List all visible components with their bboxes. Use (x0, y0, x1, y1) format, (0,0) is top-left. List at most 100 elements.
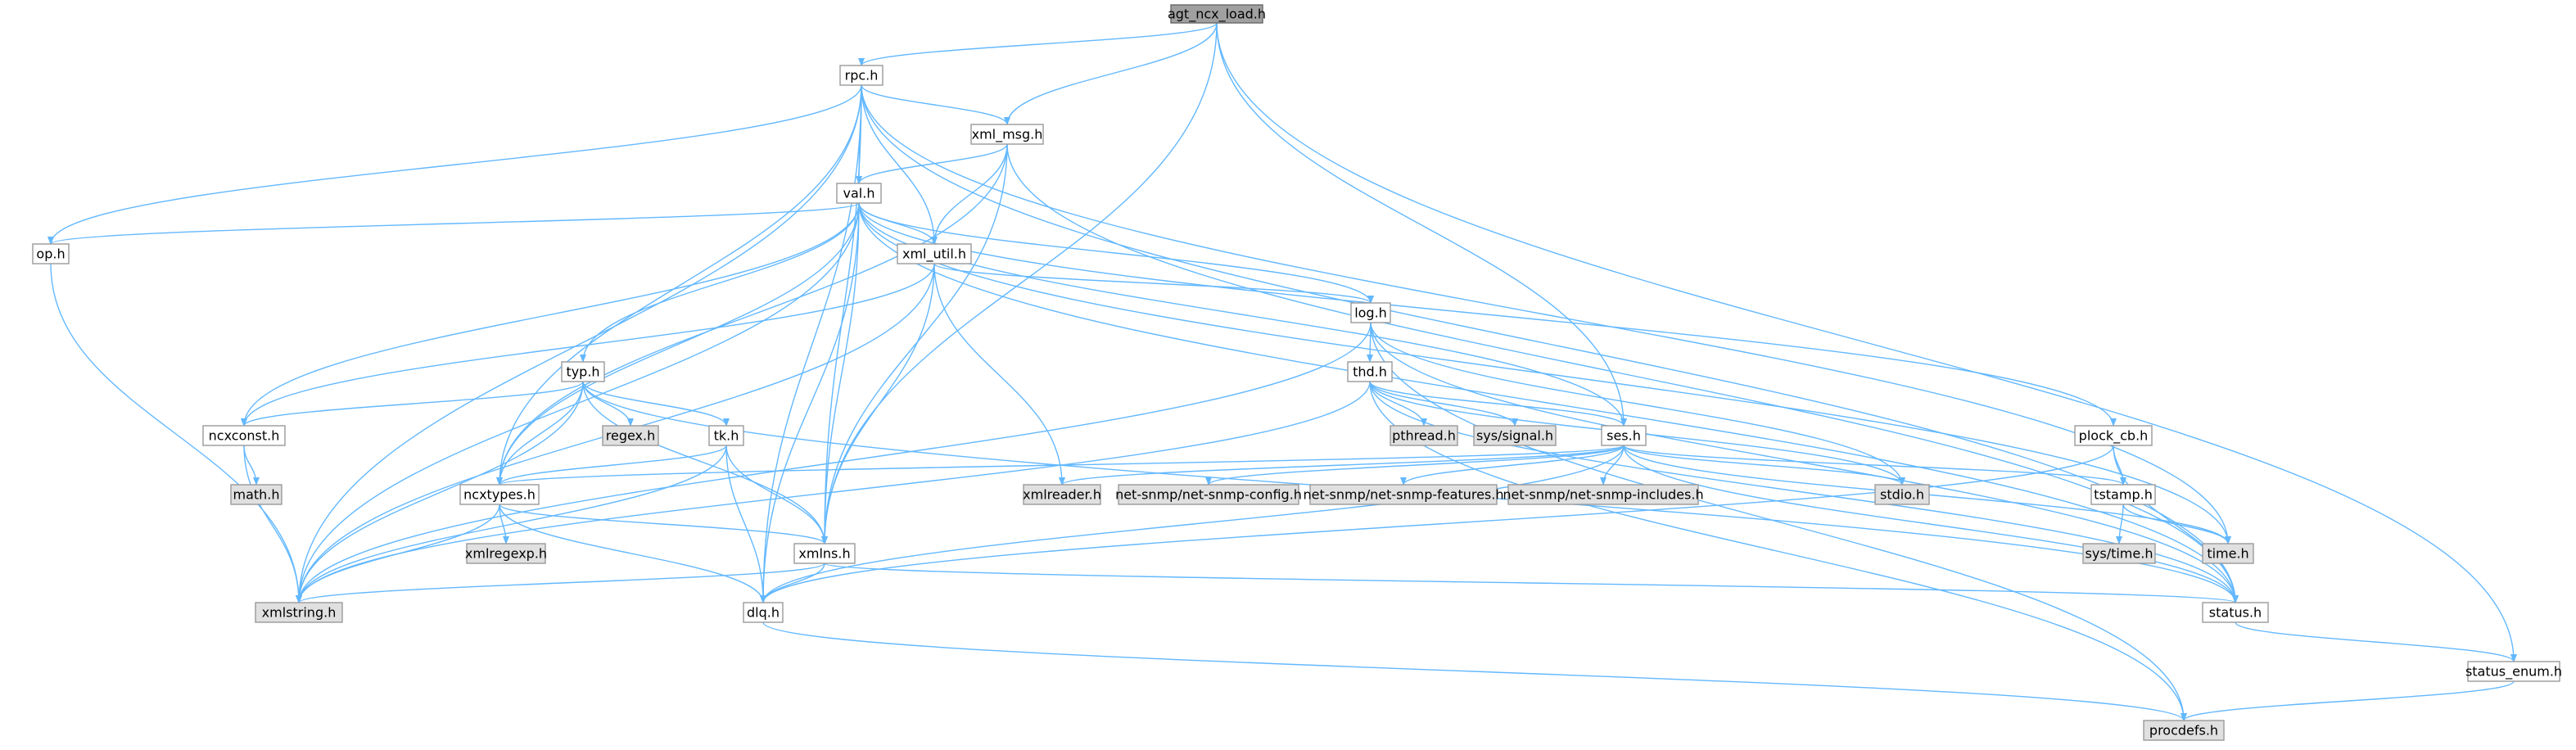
node-label: typ.h (566, 364, 599, 380)
node-box (466, 543, 546, 564)
node-box (1023, 484, 1101, 505)
edge-ses-h-to-xmlreader-h (1059, 445, 1625, 486)
node-label: xml_util.h (902, 246, 966, 263)
node-procdefs-h: procdefs.h (2143, 720, 2225, 741)
edge-thd-h-to-xmlstring-h (296, 381, 1371, 603)
node-box (1118, 484, 1299, 505)
node-xml-util-h[interactable]: xml_util.h (897, 243, 972, 264)
node-box (561, 361, 605, 382)
node-box (743, 602, 784, 623)
node-box (2082, 543, 2156, 564)
edge-tk-h-to-dlq-h (725, 445, 766, 603)
node-label: rpc.h (845, 68, 879, 84)
edge-ses-h-to-stdio-h (1623, 445, 1905, 486)
node-sys-time-h: sys/time.h (2082, 543, 2156, 564)
edge-xml-util-h-to-xmlreader-h (933, 263, 1065, 486)
edge-log-h-to-xmlstring-h (296, 322, 1372, 603)
node-box (839, 65, 884, 86)
node-label: xml_msg.h (972, 127, 1043, 143)
node-label: xmlns.h (798, 546, 850, 562)
node-label: log.h (1354, 305, 1387, 321)
node-box (1601, 425, 1647, 446)
edge-ncxconst-h-to-xmlstring-h (243, 445, 302, 603)
edge-agt-ncx-load-h-to-xml-msg-h (1004, 22, 1218, 125)
edge-plock-cb-h-to-tstamp-h (2113, 445, 2126, 486)
node-box (708, 425, 744, 446)
edge-xmlns-h-to-xmlstring-h (296, 562, 825, 603)
node-thd-h[interactable]: thd.h (1347, 361, 1393, 382)
node-xmlns-h[interactable]: xmlns.h (793, 543, 856, 564)
edge-ses-h-to-net-snmp-features-h (1400, 445, 1625, 486)
node-box (1874, 484, 1930, 505)
node-label: ses.h (1607, 428, 1641, 444)
node-tk-h[interactable]: tk.h (708, 425, 744, 446)
node-xmlregexp-h: xmlregexp.h (465, 543, 547, 564)
edge-rpc-h-to-xmlstring-h (296, 84, 862, 603)
edge-rpc-h-to-time-h (861, 84, 2231, 544)
node-box (1350, 302, 1391, 323)
edge-xmlns-h-to-dlq-h (760, 562, 825, 603)
node-status-h[interactable]: status.h (2202, 602, 2269, 623)
node-label: sys/signal.h (1476, 428, 1553, 444)
node-label: dlq.h (747, 605, 780, 621)
node-val-h[interactable]: val.h (836, 183, 882, 204)
node-box (1507, 484, 1699, 505)
edge-ses-h-to-ncxtypes-h (496, 445, 1625, 486)
edge-xml-util-h-to-ncxconst-h (241, 263, 935, 427)
edge-typ-h-to-tk-h (582, 381, 730, 427)
node-xmlreader-h: xmlreader.h (1023, 484, 1101, 505)
node-ncxconst-h[interactable]: ncxconst.h (202, 425, 286, 446)
edge-agt-ncx-load-h-to-xmlns-h (821, 22, 1218, 544)
edge-val-h-to-ses-h (858, 202, 1627, 427)
node-label: net-snmp/net-snmp-features.h (1304, 487, 1504, 503)
node-status-enum-h[interactable]: status_enum.h (2465, 661, 2562, 682)
edge-ses-h-to-status-h (1623, 445, 2239, 603)
edge-log-h-to-status-h (1370, 322, 2239, 603)
node-regex-h: regex.h (602, 425, 659, 446)
edge-agt-ncx-load-h-to-ses-h (1216, 22, 1627, 427)
node-box (2202, 602, 2269, 623)
node-ncxtypes-h[interactable]: ncxtypes.h (459, 484, 540, 505)
node-box (970, 124, 1044, 145)
node-label: xmlreader.h (1023, 487, 1101, 503)
edge-val-h-to-op-h (47, 202, 860, 245)
node-log-h[interactable]: log.h (1350, 302, 1391, 323)
edge-typ-h-to-xmlns-h (582, 381, 828, 544)
node-pthread-h: pthread.h (1390, 425, 1458, 446)
node-box (2090, 484, 2156, 505)
edge-rpc-h-to-dlq-h (760, 84, 862, 603)
edge-rpc-h-to-status-h (861, 84, 2239, 603)
edge-status-h-to-status-enum-h (2235, 621, 2517, 662)
node-box (202, 425, 286, 446)
edge-xml-msg-h-to-ncxtypes-h (496, 143, 1008, 486)
node-tstamp-h[interactable]: tstamp.h (2090, 484, 2156, 505)
node-typ-h[interactable]: typ.h (561, 361, 605, 382)
node-net-snmp-includes-h: net-snmp/net-snmp-includes.h (1503, 484, 1704, 505)
node-label: tk.h (714, 428, 739, 444)
node-label: ncxtypes.h (463, 487, 536, 503)
node-box (2143, 720, 2225, 741)
node-sys-signal-h: sys/signal.h (1473, 425, 1557, 446)
node-box (1347, 361, 1393, 382)
node-stdio-h: stdio.h (1874, 484, 1930, 505)
node-plock-cb-h[interactable]: plock_cb.h (2074, 425, 2153, 446)
node-rpc-h[interactable]: rpc.h (839, 65, 884, 86)
node-net-snmp-config-h: net-snmp/net-snmp-config.h (1115, 484, 1302, 505)
node-label: thd.h (1353, 364, 1387, 380)
node-op-h[interactable]: op.h (32, 243, 70, 264)
node-label: agt_ncx_load.h (1168, 7, 1266, 23)
edge-typ-h-to-xmlstring-h (296, 381, 584, 603)
edge-dlq-h-to-procdefs-h (762, 621, 2187, 721)
node-ses-h[interactable]: ses.h (1601, 425, 1647, 446)
edge-rpc-h-to-xml-util-h (861, 84, 938, 245)
node-math-h: math.h (230, 484, 282, 505)
node-box (2467, 661, 2560, 682)
edge-val-h-to-ncxconst-h (241, 202, 860, 427)
edge-tk-h-to-ncxtypes-h (496, 445, 727, 486)
node-label: regex.h (606, 428, 655, 444)
edge-typ-h-to-ncxtypes-h (496, 381, 584, 486)
edge-thd-h-to-ses-h (1369, 381, 1627, 427)
edge-agt-ncx-load-h-to-status-enum-h (1216, 22, 2517, 662)
node-xml-msg-h[interactable]: xml_msg.h (970, 124, 1044, 145)
node-dlq-h[interactable]: dlq.h (743, 602, 784, 623)
